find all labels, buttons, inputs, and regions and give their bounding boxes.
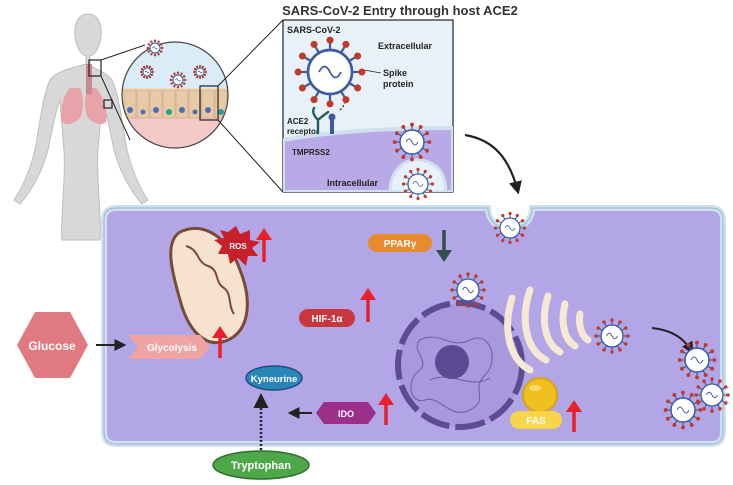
fas-node: FAS (510, 411, 562, 429)
ido-label: IDO (338, 409, 354, 419)
entry-arrow (464, 133, 522, 195)
trachea (86, 64, 92, 94)
inset-ace2-label-1: ACE2 (287, 117, 309, 126)
ido-up-arrow (378, 393, 394, 425)
inset-extracellular-label: Extracellular (378, 41, 433, 51)
lens-virus-3 (140, 65, 154, 80)
kyneurine-node: Kyneurine (245, 365, 303, 391)
inset-ace2-label-2: receptor (287, 127, 319, 136)
glucose-label: Glucose (28, 339, 76, 353)
cell-virus-1 (450, 272, 486, 308)
cell-virus-2 (594, 318, 630, 354)
nucleolus (435, 345, 469, 379)
inset-virus-label: SARS-CoV-2 (287, 25, 341, 35)
inset-virus-entering (401, 167, 435, 201)
inset-intracellular-label: Intracellular (327, 178, 379, 188)
lens-virus-2 (169, 71, 187, 89)
hif-up-arrow (360, 288, 376, 322)
fas-up-arrow (566, 400, 582, 432)
glycolysis-label: Glycolysis (147, 343, 197, 354)
hif-label: HIF-1α (311, 314, 343, 325)
golgi-apparatus (504, 286, 592, 374)
diagram-title: SARS-CoV-2 Entry through host ACE2 (282, 3, 518, 18)
nucleus (395, 300, 525, 430)
released-virus-3 (663, 390, 703, 430)
tryptophan-node: Tryptophan (212, 450, 310, 480)
inset-virus-large (294, 36, 366, 108)
zoom-box-lung (103, 99, 113, 109)
human-body-figure (13, 13, 149, 241)
released-virus-1 (677, 340, 717, 380)
fas-label: FAS (526, 416, 546, 427)
inset-spike-label-2: protein (383, 79, 414, 89)
ppar-down-arrow (436, 230, 452, 262)
right-lung (85, 88, 107, 125)
inset-spike-label-1: Spike (383, 68, 407, 78)
ppar-gamma-node: PPARγ (368, 234, 432, 252)
hif-1a-node: HIF-1α (299, 309, 355, 327)
ros-burst: ROS (214, 226, 260, 266)
glycolysis-up-arrow (212, 326, 228, 358)
lens-virus-4 (193, 65, 207, 80)
ido-node: IDO (316, 402, 376, 424)
released-virus-2 (694, 377, 730, 413)
zoom-box-small (88, 59, 102, 77)
membrane-budding-virus (493, 211, 527, 245)
ppar-label: PPARγ (384, 239, 417, 250)
zoom-box-epithelium (199, 85, 219, 121)
kyneurine-label: Kyneurine (251, 374, 297, 385)
inset-virus-vesicle (392, 122, 432, 162)
ace2-receptor-icon (312, 106, 336, 135)
lipid-droplet (522, 377, 558, 413)
glucose-node: Glucose (17, 312, 88, 378)
ros-up-arrow (256, 228, 272, 262)
airway-lens (121, 19, 284, 193)
tryptophan-label: Tryptophan (231, 460, 291, 472)
lens-virus-1 (146, 39, 164, 57)
inset-tmprss2-label: TMPRSS2 (292, 148, 330, 157)
left-lung (61, 88, 83, 125)
virus-particles (140, 36, 730, 430)
glycolysis-node: Glycolysis (128, 335, 210, 359)
entry-inset-panel: SARS-CoV-2 Extracellular Spike protein A… (282, 19, 454, 193)
ros-label: ROS (229, 242, 247, 251)
